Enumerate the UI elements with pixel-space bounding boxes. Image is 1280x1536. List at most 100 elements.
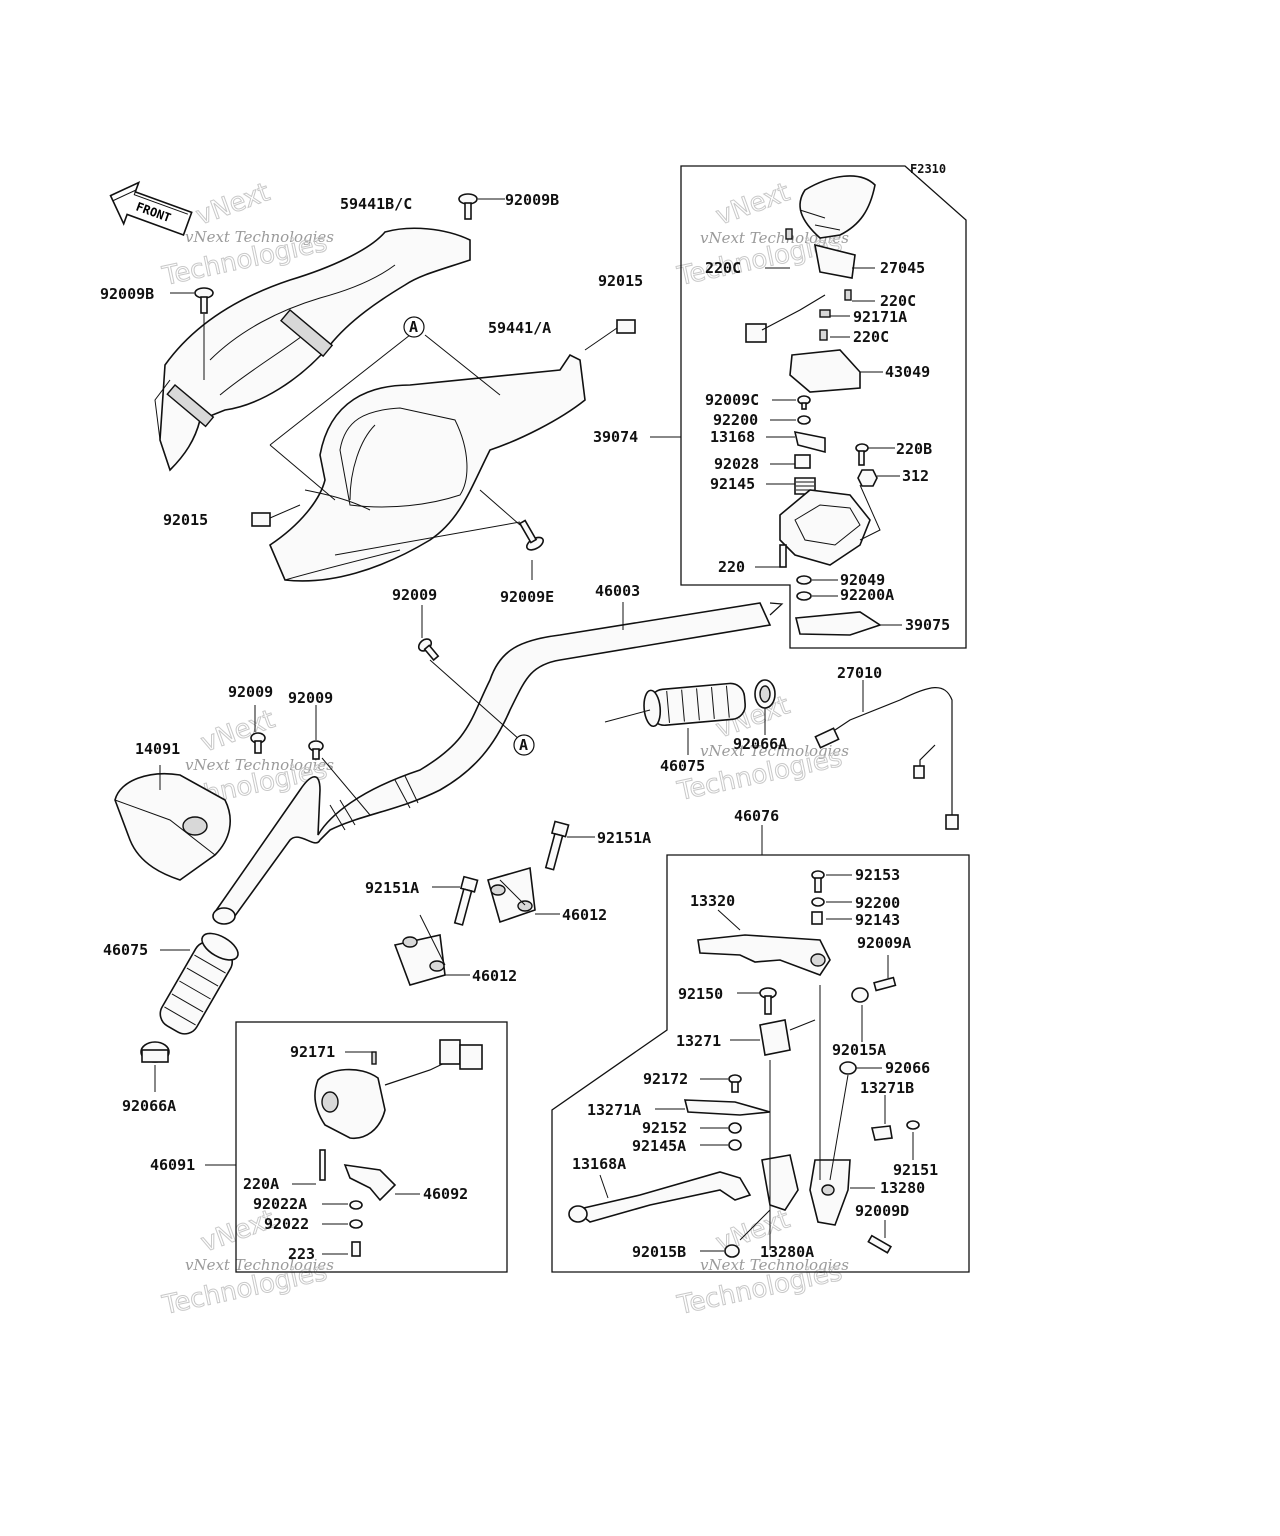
part-label: 312 — [902, 467, 929, 485]
grip-46075-right — [643, 682, 746, 728]
handlebar-46003 — [212, 602, 784, 925]
clamp-46012-a — [393, 934, 446, 986]
screw-92009e — [518, 519, 544, 551]
part-label: 92066A — [733, 735, 787, 753]
nut-92015b — [724, 1244, 740, 1258]
lever-39075 — [794, 611, 882, 636]
plate-13168 — [793, 430, 826, 454]
watermark-text: vNext Technologies — [185, 1256, 334, 1274]
bolt-92151a-b — [544, 820, 570, 871]
part-label: 46076 — [734, 807, 779, 825]
part-label: 92200 — [855, 894, 900, 912]
callout-a-top: A — [403, 316, 425, 338]
part-label: 92009B — [505, 191, 559, 209]
washer-92049 — [796, 575, 812, 585]
watermark-text: vNext Technologies — [185, 228, 334, 246]
bolt-92151a-a — [453, 875, 479, 926]
bolt-92009-a — [250, 732, 266, 754]
part-label: 92151A — [597, 829, 651, 847]
svg-text:A: A — [409, 318, 418, 336]
part-label: 27045 — [880, 259, 925, 277]
part-label: 92200A — [840, 586, 894, 604]
part-label: 46092 — [423, 1185, 468, 1203]
watermark-text: vNext Technologies — [700, 229, 849, 247]
part-label: 92153 — [855, 866, 900, 884]
part-label: 14091 — [135, 740, 180, 758]
part-label: 92009E — [500, 588, 554, 606]
washer-92200-top — [797, 415, 811, 425]
part-label: 92152 — [642, 1119, 687, 1137]
part-label: 46091 — [150, 1156, 195, 1174]
switch-housing-14091 — [114, 772, 231, 881]
handlebar-cover-lower — [269, 353, 586, 582]
part-label: 92143 — [855, 911, 900, 929]
part-label: 220C — [880, 292, 916, 310]
screw-92009c — [797, 395, 811, 410]
bolt-92153 — [811, 870, 825, 893]
clamp-46012-b — [487, 866, 536, 924]
washer-92200a — [796, 591, 812, 601]
screw-220 — [779, 544, 787, 568]
part-label: 220B — [896, 440, 932, 458]
part-label: 92015 — [598, 272, 643, 290]
part-label: 220A — [243, 1175, 279, 1193]
bolt-92151 — [906, 1120, 920, 1130]
lever-box-46076 — [551, 854, 970, 1273]
part-label: 39075 — [905, 616, 950, 634]
part-label: 220C — [705, 259, 741, 277]
part-label: 27010 — [837, 664, 882, 682]
watermark-text: vNext — [192, 177, 274, 231]
part-label: 92150 — [678, 985, 723, 1003]
part-label: 220 — [718, 558, 745, 576]
part-label: 92171 — [290, 1043, 335, 1061]
screw-220b — [855, 443, 869, 466]
handlebar-cover-upper — [154, 227, 471, 472]
watermark-text: vNext — [712, 177, 794, 231]
part-label: 220C — [853, 328, 889, 346]
part-label: 92015 — [163, 511, 208, 529]
washer-92200-low — [811, 897, 825, 907]
part-label: 92066 — [885, 1059, 930, 1077]
switch-housing-top — [745, 175, 876, 343]
part-label: 92009A — [857, 934, 911, 952]
bracket-13271b — [871, 1125, 893, 1141]
throttle-cable-27010 — [814, 687, 959, 830]
watermark-text: vNext Technologies — [185, 756, 334, 774]
watermark-text: vNext Technologies — [700, 742, 849, 760]
part-label: 39074 — [593, 428, 638, 446]
part-label: 13271 — [676, 1032, 721, 1050]
part-label: 92009C — [705, 391, 759, 409]
part-label: 46012 — [472, 967, 517, 985]
bolt-92150 — [759, 987, 777, 1015]
part-label: 13280A — [760, 1243, 814, 1261]
part-label: 92009 — [288, 689, 333, 707]
screw-92009a — [873, 976, 897, 992]
part-label: 13271A — [587, 1101, 641, 1119]
part-label: 92009 — [228, 683, 273, 701]
lever-holder-13280a — [761, 1154, 799, 1211]
figure-code: F2310 — [910, 162, 946, 176]
switch-box-39074 — [680, 165, 967, 649]
part-label: 92151 — [893, 1161, 938, 1179]
switch-box-46091 — [235, 1021, 508, 1273]
bracket-13271 — [759, 1019, 791, 1056]
bracket-13271a — [683, 1099, 771, 1116]
part-label: 92066A — [122, 1097, 176, 1115]
front-arrow-icon: FRONT — [109, 180, 193, 236]
screw-92009b-left — [194, 287, 214, 314]
lever-13320 — [697, 934, 831, 976]
bolt-92009-mid — [417, 638, 440, 662]
lever-43049 — [789, 349, 861, 393]
lever-13168a — [568, 1171, 752, 1223]
part-label: 92171A — [853, 308, 907, 326]
cap-92066 — [839, 1061, 857, 1075]
part-label: 92022A — [253, 1195, 307, 1213]
part-label: 92151A — [365, 879, 419, 897]
part-label: 46012 — [562, 906, 607, 924]
part-label: 13320 — [690, 892, 735, 910]
part-label: 13271B — [860, 1079, 914, 1097]
collar-92143 — [811, 911, 823, 925]
part-label: 92049 — [840, 571, 885, 589]
part-label: 59441/A — [488, 319, 551, 337]
